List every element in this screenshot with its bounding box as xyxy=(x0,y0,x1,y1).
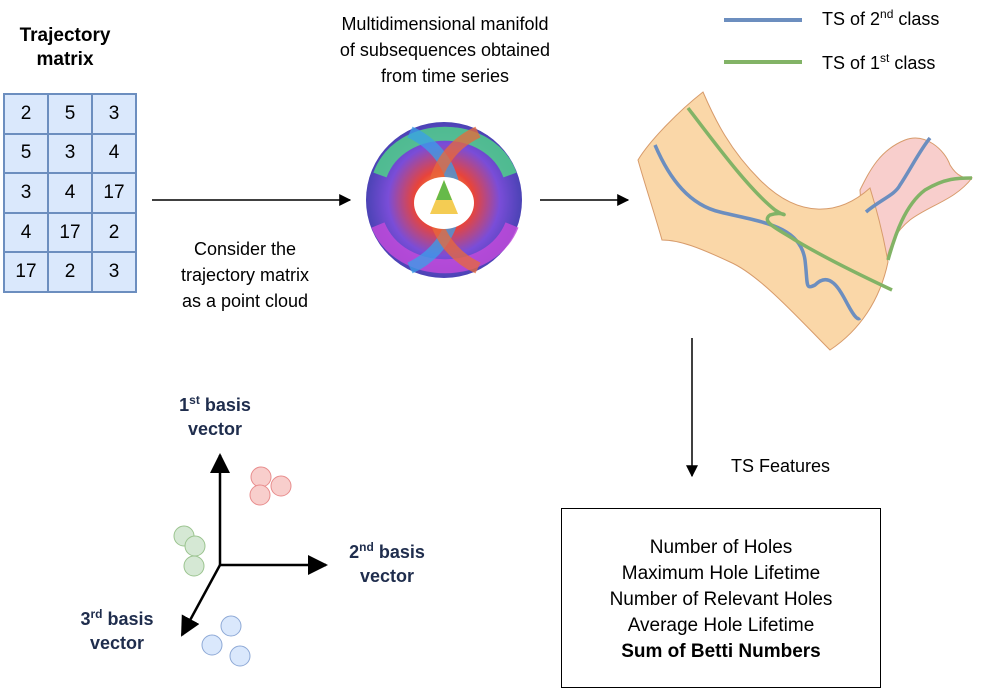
cluster-blue xyxy=(201,615,251,667)
axis-third-word: basis xyxy=(102,609,154,629)
matrix-cell: 17 xyxy=(4,252,48,292)
axis-second-num: 2 xyxy=(349,542,360,562)
manifold-image xyxy=(366,122,522,278)
surface-image xyxy=(637,91,974,351)
axis-first-word: basis xyxy=(199,395,251,415)
ts-class2-line xyxy=(653,144,862,321)
matrix-cell: 4 xyxy=(92,133,136,174)
axis-second-word: basis xyxy=(373,542,425,562)
axis-second-line2: vector xyxy=(359,566,415,586)
matrix-cell: 5 xyxy=(48,94,92,134)
legend-class2-suffix: class xyxy=(893,9,940,29)
matrix-cell: 4 xyxy=(48,173,92,213)
matrix-cell: 3 xyxy=(4,173,48,213)
axis-second-label: 2nd basis vector xyxy=(322,540,452,588)
matrix-cell: 5 xyxy=(4,133,48,174)
matrix-cell: 2 xyxy=(48,252,92,292)
axis-third-num: 3 xyxy=(80,609,91,629)
feature-item: Maximum Hole Lifetime xyxy=(621,563,821,584)
consider-caption: Consider the trajectory matrix as a poin… xyxy=(160,236,330,314)
axis-first-sup: st xyxy=(189,393,200,407)
matrix-cell: 3 xyxy=(92,252,136,292)
axis-second-sup: nd xyxy=(359,540,374,554)
axis-third-line2: vector xyxy=(89,633,145,653)
matrix-cell: 2 xyxy=(92,212,136,253)
legend-class1-sup: st xyxy=(880,51,890,65)
legend-class2-prefix: TS of 2 xyxy=(822,9,881,29)
legend-class1-label: TS of 1st class xyxy=(822,52,935,74)
feature-item: Number of Holes xyxy=(649,537,793,558)
matrix-cell: 2 xyxy=(4,94,48,134)
legend-class2-sup: nd xyxy=(880,7,894,21)
cluster-red xyxy=(249,466,292,506)
ts-class1-line-b xyxy=(886,176,973,261)
ts-features-label: TS Features xyxy=(731,456,831,476)
consider-line1: Consider the xyxy=(193,239,297,259)
legend-class2-label: TS of 2nd class xyxy=(822,8,939,30)
feature-item-bold: Sum of Betti Numbers xyxy=(621,641,821,662)
legend-class1-suffix: class xyxy=(889,53,936,73)
matrix-cell: 4 xyxy=(4,212,48,253)
axis-first-label: 1st basis vector xyxy=(150,393,280,441)
consider-line2: trajectory matrix xyxy=(180,265,310,285)
matrix-title-line2: matrix xyxy=(36,49,94,70)
manifold-line1: Multidimensional manifold xyxy=(341,14,549,34)
ts-class2-line-b xyxy=(864,136,932,214)
axis-first-line2: vector xyxy=(187,419,243,439)
cluster-green xyxy=(173,525,206,577)
matrix-cell: 3 xyxy=(92,94,136,134)
axis-third-sup: rd xyxy=(90,607,103,621)
features-box: Number of Holes Maximum Hole Lifetime Nu… xyxy=(561,508,881,688)
matrix-title-line1: Trajectory xyxy=(19,25,111,46)
matrix-cell: 3 xyxy=(48,133,92,174)
matrix-cell: 17 xyxy=(48,212,92,253)
axis-first-num: 1 xyxy=(179,395,190,415)
consider-line3: as a point cloud xyxy=(181,291,309,311)
axis-third xyxy=(180,564,222,637)
feature-item: Number of Relevant Holes xyxy=(609,589,833,610)
feature-item: Average Hole Lifetime xyxy=(627,615,815,636)
ts-class1-line xyxy=(686,106,893,292)
legend-class1-prefix: TS of 1 xyxy=(822,53,881,73)
matrix-title: Trajectory matrix xyxy=(0,24,130,72)
axis-third-label: 3rd basis vector xyxy=(52,607,182,655)
matrix-cell: 17 xyxy=(92,173,136,213)
manifold-line2: of subsequences obtained xyxy=(339,40,551,60)
manifold-caption: Multidimensional manifold of subsequence… xyxy=(300,11,590,89)
manifold-line3: from time series xyxy=(380,66,510,86)
